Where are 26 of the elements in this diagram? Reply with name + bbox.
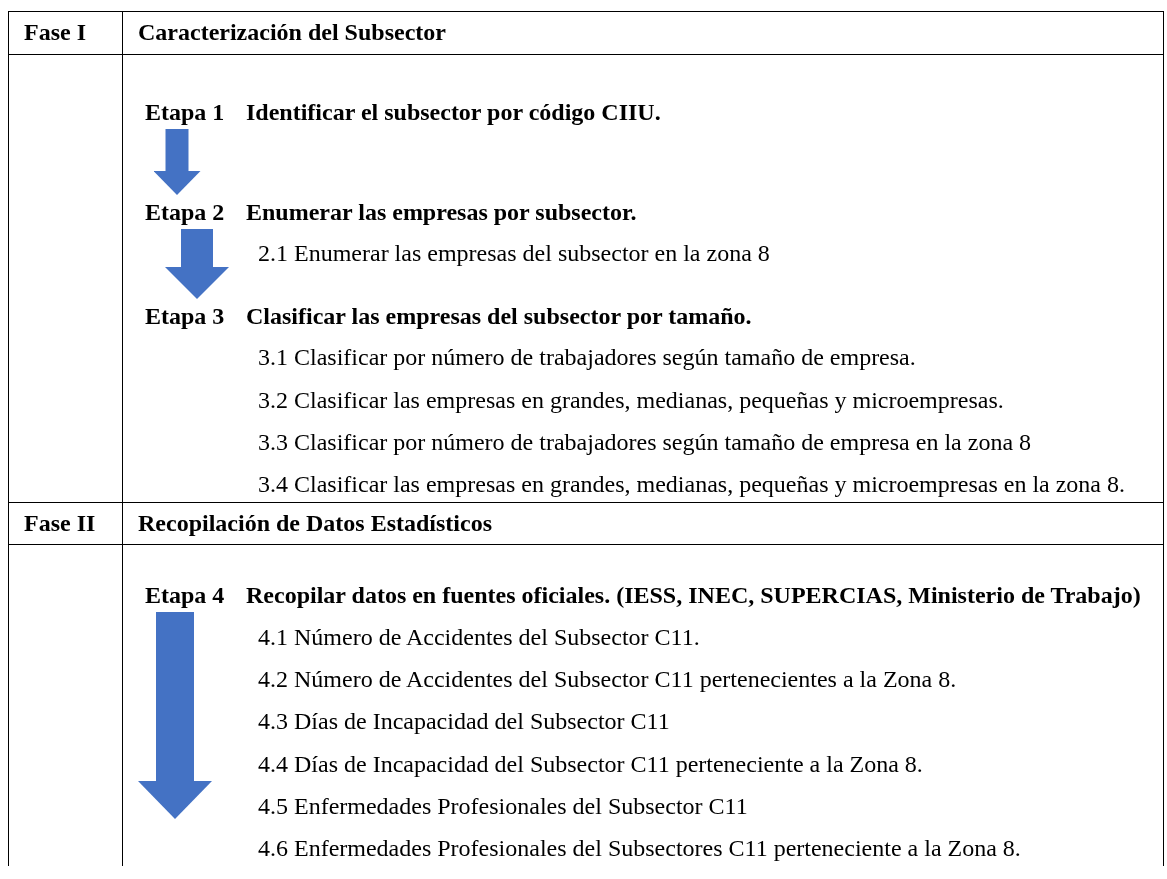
phase-title: Caracterización del Subsector <box>138 18 446 46</box>
sub-step-text: 4.4 Días de Incapacidad del Subsector C11 perteneciente a la Zona 8. <box>258 750 923 778</box>
block-arrow <box>165 229 229 299</box>
stage-label: Etapa 2 <box>145 198 226 226</box>
sub-step-text: 3.4 Clasificar las empresas en grandes, medianas, pequeñas y microempresas en la zona 8. <box>258 470 1126 498</box>
phase-title: Recopilación de Datos Estadísticos <box>138 509 492 537</box>
sub-step-text: 3.2 Clasificar las empresas en grandes, medianas, pequeñas y microempresas. <box>258 386 1004 414</box>
block-arrow <box>153 129 201 195</box>
stage-heading: Enumerar las empresas por subsector. <box>246 198 637 226</box>
stage-heading: Identificar el subsector por código CIIU. <box>246 98 661 126</box>
block-arrow <box>138 612 212 819</box>
sub-step-text: 4.5 Enfermedades Profesionales del Subsector C11 <box>258 792 748 820</box>
sub-step-text: 2.1 Enumerar las empresas del subsector en la zona 8 <box>258 239 770 267</box>
sub-step-text: 4.3 Días de Incapacidad del Subsector C11 <box>258 707 670 735</box>
phase-label: Fase I <box>24 18 86 46</box>
stage-heading: Clasificar las empresas del subsector por tamaño. <box>246 302 752 330</box>
phase-label: Fase II <box>24 509 96 537</box>
sub-step-text: 4.2 Número de Accidentes del Subsector C11 pertenecientes a la Zona 8. <box>258 665 957 693</box>
sub-step-text: 3.1 Clasificar por número de trabajadores según tamaño de empresa. <box>258 343 916 371</box>
sub-step-text: 3.3 Clasificar por número de trabajadores según tamaño de empresa en la zona 8 <box>258 428 1032 456</box>
stage-label: Etapa 3 <box>145 302 226 330</box>
sub-step-text: 4.6 Enfermedades Profesionales del Subsectores C11 perteneciente a la Zona 8. <box>258 834 1021 862</box>
stage-heading: Recopilar datos en fuentes oficiales. (IESS, INEC, SUPERCIAS, Ministerio de Trabajo) <box>246 581 1141 609</box>
sub-step-text: 4.1 Número de Accidentes del Subsector C11. <box>258 623 700 651</box>
stage-label: Etapa 1 <box>145 98 226 126</box>
stage-label: Etapa 4 <box>145 581 226 609</box>
